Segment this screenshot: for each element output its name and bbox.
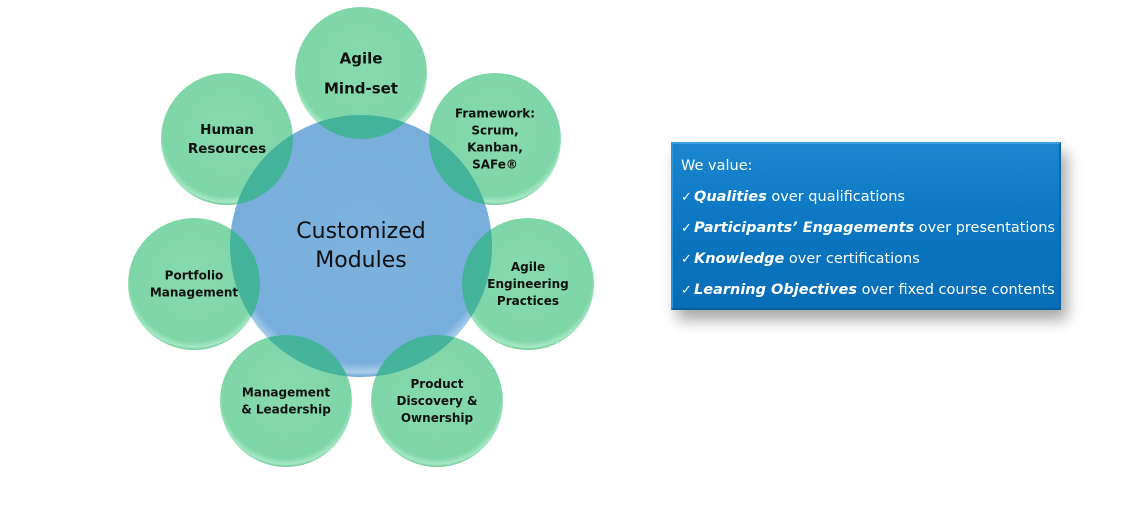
value-rest: over presentations	[914, 220, 1056, 236]
center-label-line: Customized	[296, 219, 425, 244]
value-item: ✓Qualities over qualifications	[681, 186, 1059, 217]
value-item: ✓Participants’ Engagements over presenta…	[681, 217, 1059, 248]
value-rest: over certifications	[784, 251, 920, 267]
checkmark-icon: ✓	[681, 221, 692, 236]
module-circle-agile-mindset	[295, 7, 427, 139]
module-label-management-leadership: Management	[242, 386, 331, 400]
module-label-portfolio-management: Portfolio	[165, 269, 224, 283]
module-label-human-resources: Resources	[188, 141, 266, 157]
module-label-framework: Kanban,	[467, 141, 523, 155]
value-item: ✓Learning Objectives over fixed course c…	[681, 279, 1059, 310]
module-label-framework: SAFe®	[472, 158, 518, 172]
module-label-framework: Scrum,	[471, 124, 518, 138]
value-item: ✓Knowledge over certifications	[681, 248, 1059, 279]
module-circle-portfolio-management	[128, 218, 260, 350]
value-emphasis: Qualities	[694, 189, 767, 205]
center-label-line: Modules	[315, 248, 406, 273]
value-emphasis: Learning Objectives	[694, 282, 857, 298]
values-heading: We value:	[681, 158, 753, 174]
overlap-region-human-resources	[230, 115, 293, 205]
center-circle	[230, 115, 492, 377]
checkmark-icon: ✓	[681, 252, 692, 267]
overlap-region-framework	[429, 115, 492, 205]
module-label-agile-engineering: Practices	[497, 294, 559, 308]
module-label-management-leadership: & Leadership	[241, 403, 331, 417]
values-box: We value: ✓Qualities over qualifications…	[671, 142, 1061, 310]
value-rest: over qualifications	[766, 189, 905, 205]
module-label-agile-mindset: Mind-set	[324, 79, 398, 97]
values-list: ✓Qualities over qualifications✓Participa…	[681, 186, 1059, 310]
module-circle-agile-engineering	[462, 218, 594, 350]
module-label-product-discovery: Discovery &	[397, 394, 478, 408]
module-label-agile-engineering: Engineering	[487, 277, 568, 291]
module-label-human-resources: Human	[200, 122, 254, 138]
module-label-framework: Framework:	[455, 107, 535, 121]
module-label-product-discovery: Product	[411, 377, 464, 391]
module-label-product-discovery: Ownership	[401, 411, 474, 425]
module-label-portfolio-management: Management	[150, 286, 239, 300]
module-label-agile-engineering: Agile	[511, 260, 545, 274]
checkmark-icon: ✓	[681, 283, 692, 298]
customized-modules-diagram: CustomizedModulesAgileMind-setFramework:…	[128, 7, 594, 467]
value-rest: over fixed course contents	[856, 282, 1055, 298]
value-emphasis: Knowledge	[694, 251, 785, 267]
checkmark-icon: ✓	[681, 190, 692, 205]
value-emphasis: Participants’ Engagements	[694, 220, 915, 236]
module-label-agile-mindset: Agile	[340, 49, 383, 67]
